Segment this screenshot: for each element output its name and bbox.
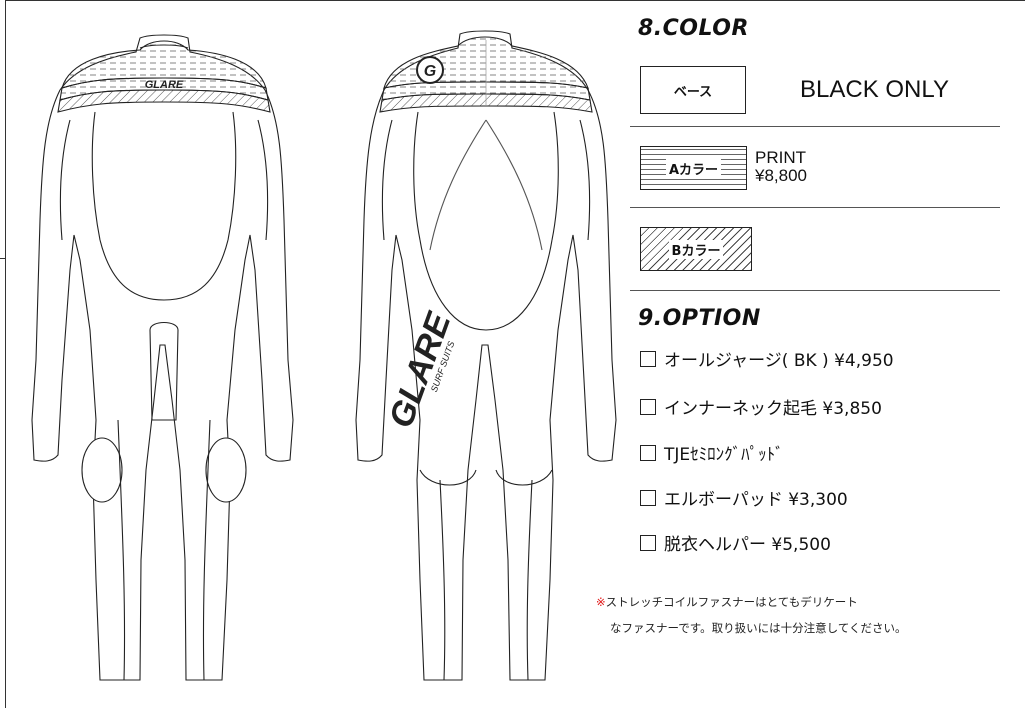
caution-text-1: ストレッチコイルファスナーはとてもデリケート: [605, 595, 858, 609]
option-label: インナーネック起毛 ¥3,850: [664, 399, 882, 419]
option-heading: 9.OPTION: [638, 306, 761, 331]
base-label-box: ベース: [640, 66, 746, 114]
caution-text-2: なファスナーです。取り扱いには十分注意してください。: [610, 621, 907, 635]
page-frame-top: [5, 0, 1025, 1]
option-label: TJEｾﾐﾛﾝｸﾞﾊﾟｯﾄﾞ: [664, 445, 784, 465]
caution-mark: ※: [596, 595, 606, 609]
checkbox-icon[interactable]: [640, 534, 656, 551]
a-color-swatch: Aカラー: [640, 146, 747, 190]
option-item[interactable]: オールジャージ( BK ) ¥4,950: [640, 346, 894, 371]
wetsuit-front: [31, 34, 294, 681]
page-frame-left: [5, 0, 6, 708]
checkbox-icon[interactable]: [640, 350, 656, 367]
option-label: エルボーパッド ¥3,300: [664, 490, 848, 510]
caution-note-line2: なファスナーです。取り扱いには十分注意してください。: [610, 620, 906, 636]
back-emblem-icon: G: [416, 56, 444, 84]
option-item[interactable]: エルボーパッド ¥3,300: [640, 485, 848, 510]
option-label: 脱衣ヘルパー ¥5,500: [664, 535, 831, 555]
a-color-value-line2: ¥8,800: [755, 166, 807, 185]
b-color-label: Bカラー: [668, 239, 724, 259]
b-color-swatch: Bカラー: [640, 227, 752, 271]
checkbox-icon[interactable]: [640, 444, 656, 461]
color-divider-1: [630, 126, 1000, 127]
base-value: BLACK ONLY: [800, 76, 949, 103]
option-item[interactable]: 脱衣ヘルパー ¥5,500: [640, 530, 831, 555]
wetsuit-illustrations: GLARE G GLARE SURF SUITS: [31, 30, 617, 681]
caution-note-line1: ※ストレッチコイルファスナーはとてもデリケート: [596, 594, 858, 610]
a-color-value-line1: PRINT: [755, 148, 806, 167]
color-divider-2: [630, 207, 1000, 208]
back-emblem-letter: G: [424, 63, 436, 80]
checkbox-icon[interactable]: [640, 489, 656, 506]
color-divider-3: [630, 290, 1000, 291]
a-color-label: Aカラー: [665, 158, 722, 178]
front-logo-text: GLARE: [145, 79, 184, 91]
wetsuit-back: [355, 30, 617, 681]
base-label: ベース: [670, 80, 716, 100]
option-item[interactable]: TJEｾﾐﾛﾝｸﾞﾊﾟｯﾄﾞ: [640, 440, 784, 465]
spec-panel: 8.COLOR ベース BLACK ONLY Aカラー PRINT ¥8,800…: [596, 0, 1025, 708]
page-edge-tick: [0, 258, 5, 259]
checkbox-icon[interactable]: [640, 398, 656, 415]
option-item[interactable]: インナーネック起毛 ¥3,850: [640, 394, 882, 419]
option-label: オールジャージ( BK ) ¥4,950: [664, 351, 894, 371]
color-heading: 8.COLOR: [638, 16, 749, 41]
